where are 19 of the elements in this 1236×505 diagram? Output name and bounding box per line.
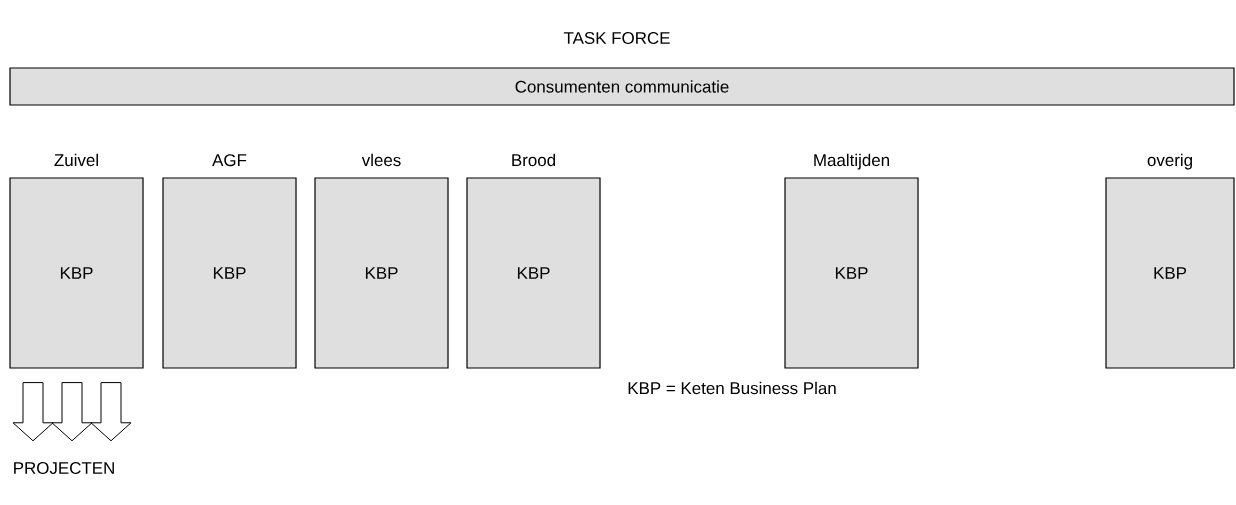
process-box: KBP	[466, 177, 601, 369]
block-arrow	[12, 382, 54, 442]
box-heading: Maaltijden	[814, 153, 889, 170]
box-heading: Brood	[512, 153, 555, 167]
block-arrow	[51, 382, 93, 442]
process-box: KBP	[9, 177, 144, 369]
box-heading: AGF	[212, 154, 247, 167]
process-box: KBP	[162, 177, 297, 369]
process-box: KBP	[314, 177, 449, 369]
process-box: KBP	[1105, 177, 1235, 369]
band: Consumenten communicatie	[9, 67, 1235, 106]
title: TASK FORCE	[563, 32, 670, 44]
block-arrow	[90, 382, 132, 442]
box-heading: vlees	[361, 153, 401, 167]
output-label: PROJECTEN	[14, 462, 114, 474]
box-heading: Zuivel	[54, 153, 98, 167]
process-box: KBP	[784, 177, 919, 369]
note: KBP = Keten Business Plan	[628, 381, 836, 395]
box-heading: overig	[1147, 153, 1192, 170]
